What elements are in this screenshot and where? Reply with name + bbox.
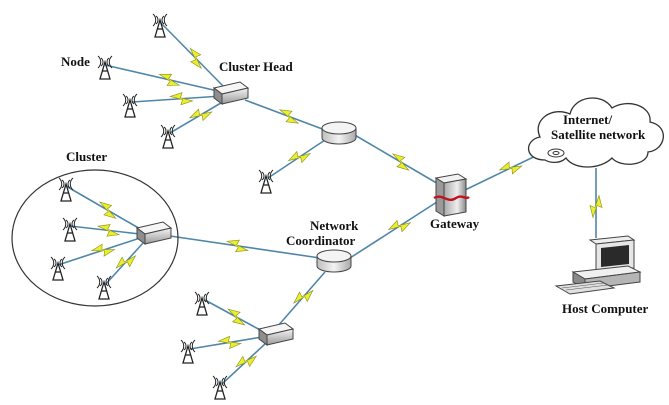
internet-label-line2: Satellite network [551, 127, 646, 142]
antenna-node-icon [62, 217, 78, 242]
node-label: Node [61, 54, 90, 69]
link-line [221, 342, 267, 385]
antenna-node-icon [160, 124, 176, 149]
wireless-zigzag-icon [387, 219, 412, 233]
link-line [131, 95, 223, 103]
cluster-head-label: Cluster Head [219, 59, 294, 74]
cluster-boundary [11, 169, 179, 307]
cluster-label: Cluster [66, 149, 107, 164]
router-icon [321, 121, 357, 145]
link-line [189, 336, 263, 350]
network-coordinator-label-line2: Coordinator [286, 233, 356, 248]
wireless-zigzag-icon [287, 150, 312, 164]
wireless-zigzag-icon [188, 108, 213, 122]
wireless-zigzag-icon [293, 289, 314, 304]
wireless-zigzag-icon [217, 335, 243, 349]
antenna-node-icon [96, 275, 112, 300]
bottom-switch-icon [257, 322, 295, 346]
network-coordinator-router-icon [316, 249, 352, 273]
antenna-node-icon [194, 291, 210, 316]
wireless-zigzag-icon [98, 201, 117, 219]
antenna-node-icon [180, 339, 196, 364]
wireless-zigzag-icon [589, 194, 603, 219]
wireless-zigzag-icon [498, 161, 523, 175]
link-line [65, 185, 143, 231]
link-line [169, 235, 321, 259]
gateway-icon [433, 173, 470, 217]
link-line [204, 299, 263, 332]
link-line [276, 271, 326, 328]
link-line [159, 21, 226, 89]
cluster-switch-icon [135, 221, 173, 245]
link-line [104, 64, 223, 93]
sensor-nodes [50, 13, 274, 400]
cloud-icon [527, 97, 664, 168]
link-line [169, 99, 227, 134]
antenna-node-icon [122, 93, 138, 118]
host-computer-icon [554, 235, 642, 295]
network-links [57, 21, 597, 385]
antenna-node-icon [97, 55, 113, 80]
wireless-zigzag-icon [227, 308, 246, 326]
wireless-zigzag-icon [90, 243, 116, 257]
link-line [267, 139, 326, 179]
antenna-node-icon [152, 13, 168, 38]
antenna-node-icon [58, 177, 74, 202]
antenna-node-icon [50, 256, 66, 281]
wireless-zigzag-icon [391, 153, 410, 171]
internet-label-line1: Internet/ [563, 112, 612, 127]
wireless-zigzag-icon [96, 224, 121, 237]
link-line [352, 133, 441, 186]
cluster-head-switch-icon [212, 81, 250, 105]
link-line [57, 237, 141, 266]
link-line [349, 199, 441, 259]
wireless-zigzag-icon [225, 239, 250, 253]
antenna-node-icon [212, 375, 228, 400]
wireless-zigzag-icon [189, 47, 203, 70]
gateway-label: Gateway [430, 216, 480, 231]
wireless-zigzag-icon [115, 254, 137, 269]
antenna-node-icon [258, 169, 274, 194]
wireless-zigzag-icon [169, 92, 194, 106]
wireless-zigzag-icon [235, 355, 258, 368]
link-line [69, 225, 141, 235]
link-line [244, 99, 326, 131]
wireless-zigzag-icon [278, 109, 300, 124]
wireless-signals [90, 47, 603, 368]
network-coordinator-label-line1: Network [310, 218, 359, 233]
wireless-zigzag-icon [158, 73, 181, 86]
host-computer-label: Host Computer [562, 301, 649, 316]
